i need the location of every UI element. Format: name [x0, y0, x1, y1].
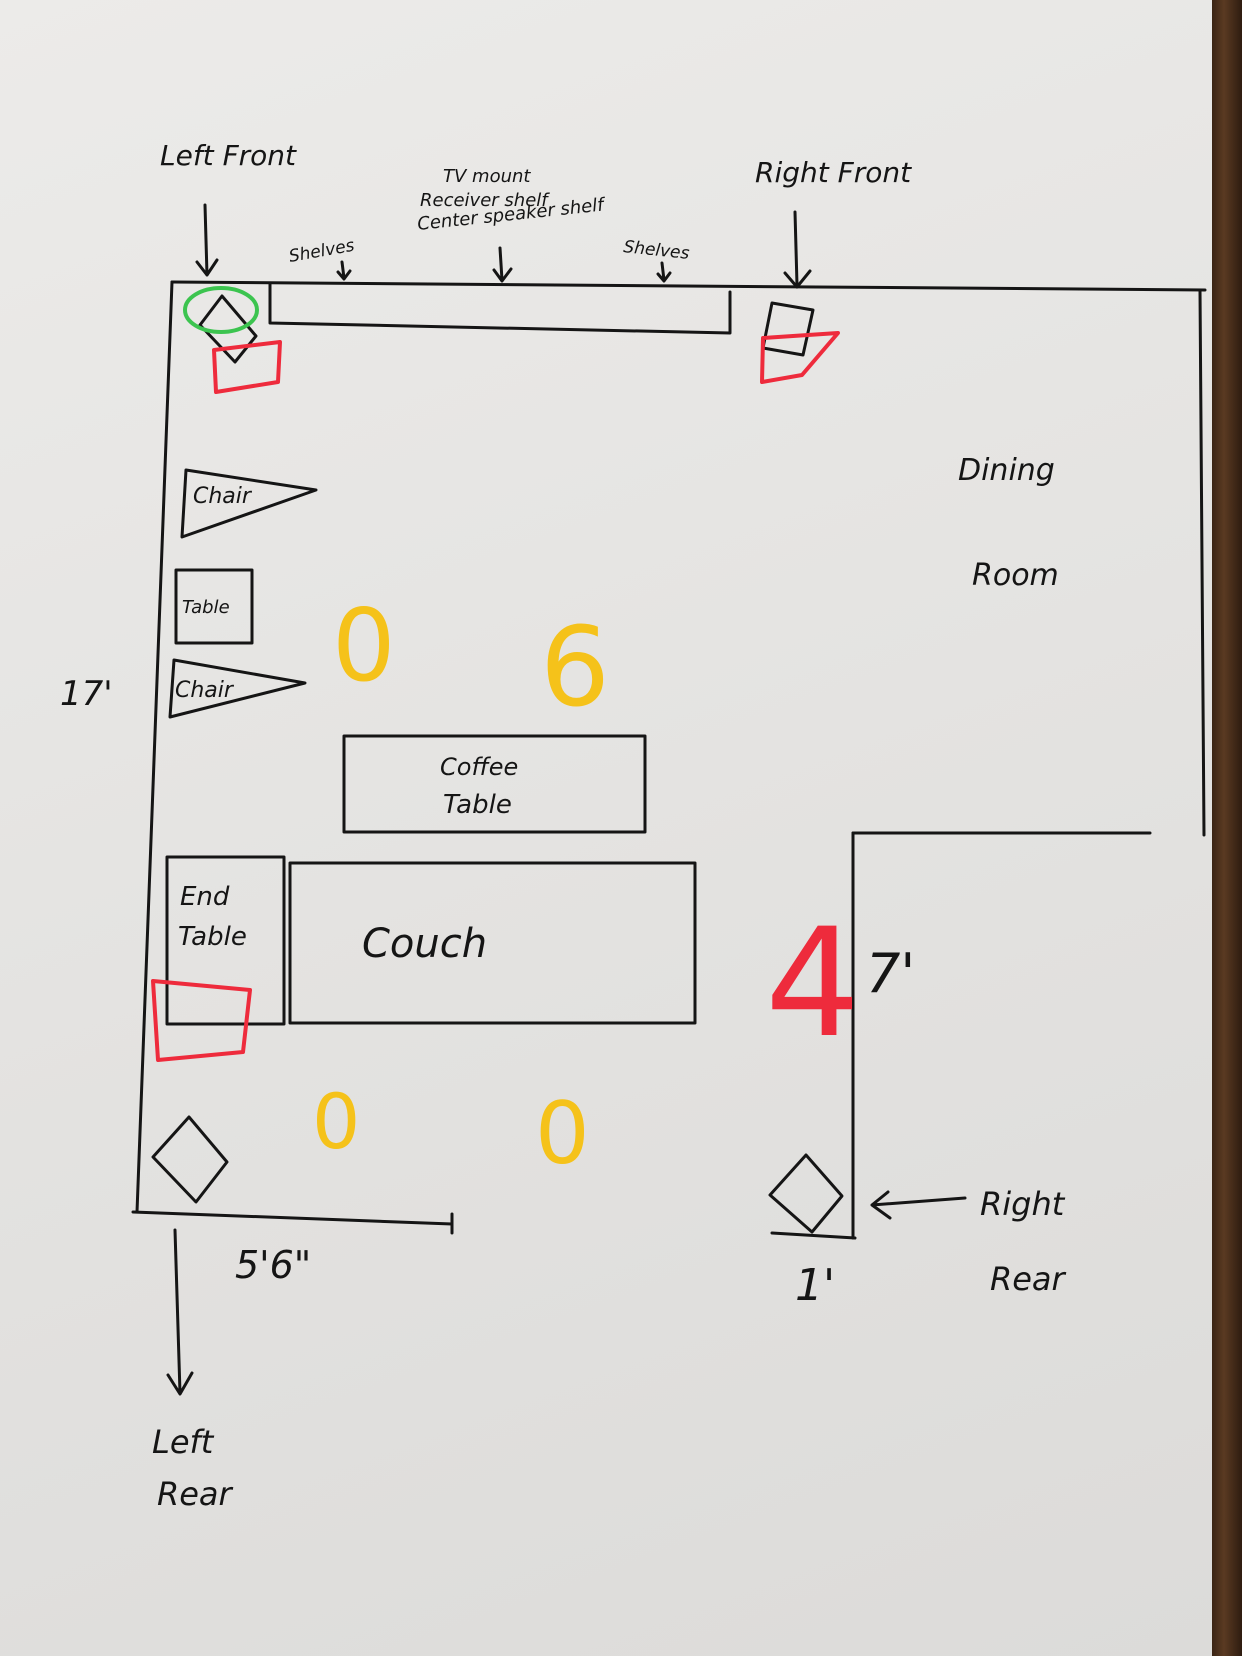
right-front-speaker — [761, 301, 815, 357]
bottom-wall-dimension: 5'6" — [235, 1243, 311, 1287]
chair-bottom-label: Chair — [175, 678, 235, 703]
right-jog-dimension: 1' — [795, 1260, 835, 1311]
left-front-label: Left Front — [160, 139, 297, 172]
left-wall-dimension: 17' — [60, 674, 113, 714]
coffee-table — [342, 734, 647, 834]
seat-front-left-number: 0 — [332, 587, 396, 704]
right-wall-dining — [1198, 288, 1206, 837]
room-label: Room — [972, 558, 1059, 593]
seat-front-right-number: 6 — [540, 603, 610, 731]
side-table — [174, 568, 254, 645]
opening-dimension: 7' — [866, 942, 915, 1005]
left-front-speaker — [198, 294, 258, 364]
left-rear-speaker — [151, 1115, 229, 1204]
right-mid-number-4: 4 — [765, 897, 860, 1071]
shelves-right-label: Shelves — [622, 237, 690, 264]
coffee-table-label: Table — [443, 790, 512, 820]
seat-rear-left-number: 0 — [312, 1077, 360, 1166]
right-rear-speaker — [768, 1153, 844, 1234]
left-rear-label-line1: Left — [152, 1423, 215, 1461]
right-front-label: Right Front — [755, 156, 912, 189]
right-front-red-mark — [760, 331, 840, 384]
right-rear-label-line1: Right — [980, 1185, 1066, 1223]
paper-sheet — [0, 0, 1212, 1656]
right-rear-label-line2: Rear — [990, 1260, 1067, 1298]
bottom-wall — [131, 1210, 454, 1226]
side-table-label: Table — [182, 597, 230, 618]
right-rear-arrow — [870, 1190, 967, 1220]
walls — [131, 280, 1207, 1240]
couch — [288, 861, 697, 1025]
end-table-label: Table — [178, 922, 247, 952]
coffee-label: Coffee — [440, 753, 518, 781]
tv-shelf-arrow — [492, 246, 513, 283]
left-rear-label-line2: Rear — [157, 1475, 234, 1513]
left-front-green-mark — [183, 286, 259, 334]
chair-bottom — [168, 658, 307, 719]
left-mid-red-mark — [151, 979, 252, 1062]
end-table — [165, 855, 286, 1026]
left-wall — [135, 280, 174, 1214]
dining-label: Dining — [958, 453, 1055, 488]
left-front-red-mark — [212, 340, 282, 394]
right-front-arrow — [783, 210, 812, 289]
couch-label: Couch — [362, 921, 487, 967]
shelves-left-arrow — [336, 260, 352, 281]
tv-shelf — [268, 281, 732, 335]
chair-top-label: Chair — [193, 484, 253, 509]
left-rear-arrow — [166, 1228, 194, 1396]
shelves-left-label: Shelves — [287, 236, 356, 267]
tv-mount-label: TV mount — [443, 166, 531, 187]
shelves-right-arrow — [656, 261, 672, 283]
right-jog-wall — [770, 1231, 857, 1240]
end-label: End — [180, 882, 230, 912]
left-front-arrow — [195, 203, 219, 277]
top-wall — [170, 280, 1207, 292]
receiver-shelf-label: Receiver shelf — [420, 190, 550, 211]
chair-top — [180, 468, 318, 539]
wood-tabletop — [1212, 0, 1242, 1656]
seat-rear-right-number: 0 — [535, 1084, 590, 1184]
